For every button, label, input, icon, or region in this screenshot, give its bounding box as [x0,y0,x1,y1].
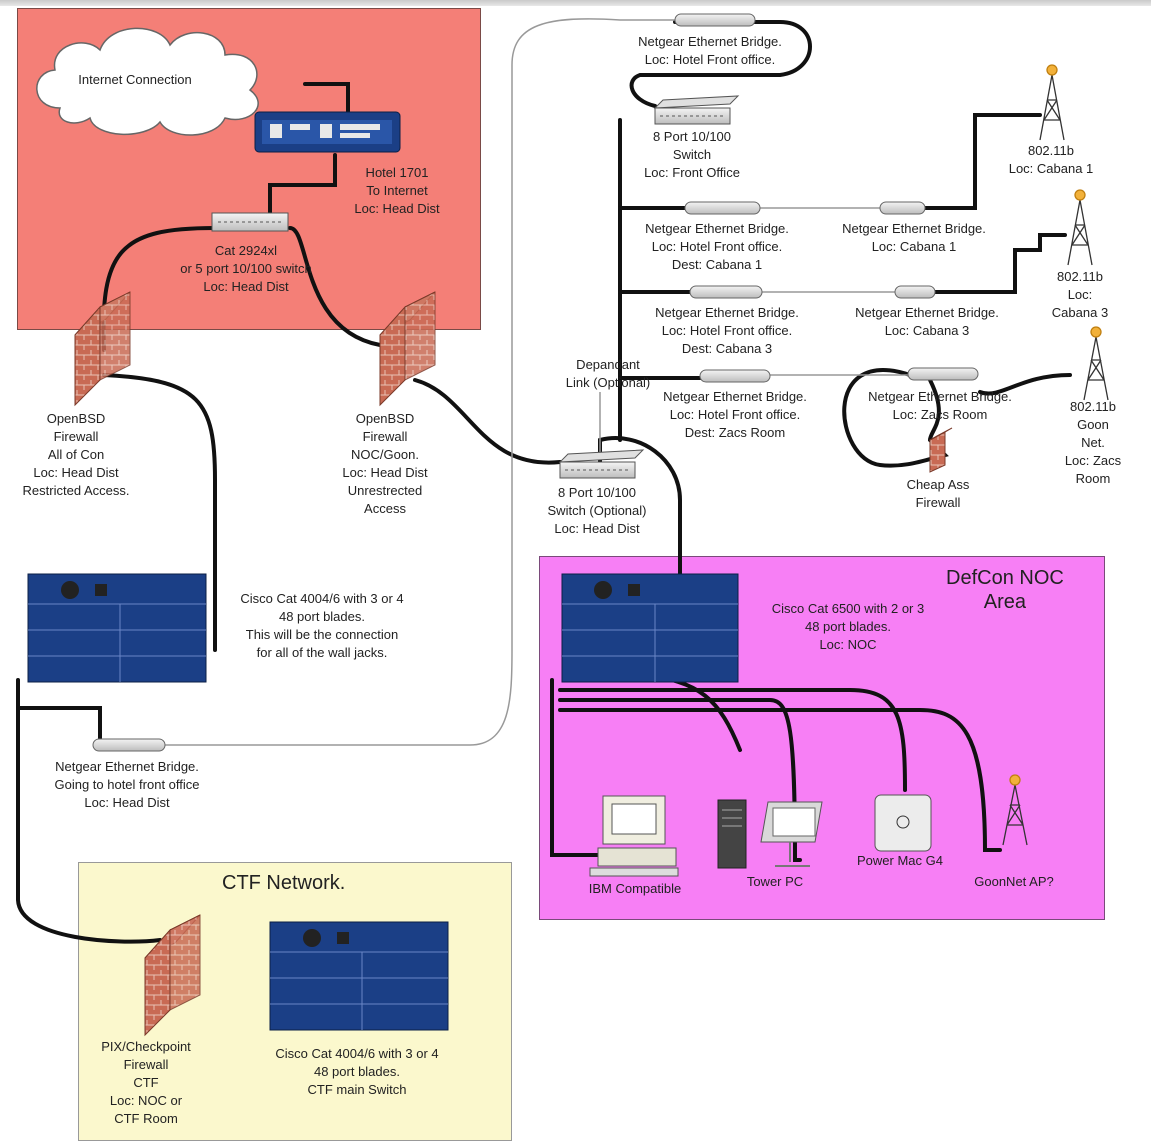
bridge-fo-cab3 [689,285,763,299]
internet-label: Internet Connection [78,72,192,87]
noc-zone-title: DefCon NOC Area [946,567,1064,613]
chassis-cat4004-ctf [269,921,449,1031]
cable-switch-cat6500 [598,436,682,682]
bridge-cab3-label: Netgear Ethernet Bridge. Loc: Cabana 3 [855,305,999,338]
firewall-cheap [929,427,953,473]
bridge-fo-zacs-label: Netgear Ethernet Bridge. Loc: Hotel Fron… [663,389,807,440]
cable-cat6500-powermac [558,688,907,792]
ibm-pc [589,795,679,877]
cable-internet-router [303,82,350,120]
link-bridge-head-front [165,18,675,746]
cat6500-label: Cisco Cat 6500 with 2 or 3 48 port blade… [771,601,925,652]
cable-cat6500-goonnet [558,708,1002,852]
tower-label: Tower PC [746,874,804,889]
ap-goon-label: 802.11b Goon Net. Loc: Zacs Room [1064,399,1122,486]
tower-goon [1083,326,1109,401]
switch-cat2924 [211,212,289,232]
cable-group [16,20,1072,944]
cable-cat4004-ctf-fw [16,706,162,944]
cable-zacs-loop [842,368,949,468]
cable-zacs-ap [978,373,1072,396]
chassis-cat6500 [561,573,739,683]
bridge-fo-cab3-label: Netgear Ethernet Bridge. Loc: Hotel Fron… [655,305,799,356]
cable-fw-noc-switch [413,378,562,465]
bridge-front-top [674,13,756,27]
router-hotel1701 [254,111,401,153]
switch-front-label: 8 Port 10/100 Switch Loc: Front Office [644,129,740,180]
cat4004-label: Cisco Cat 4004/6 with 3 or 4 48 port bla… [240,591,404,660]
switch-head-label: 8 Port 10/100 Switch (Optional) Loc: Hea… [547,485,647,536]
fw-noc-label: OpenBSD Firewall NOC/Goon. Loc: Head Dis… [342,411,428,516]
bridge-fo-cab1 [684,201,761,215]
bridge-head [92,738,166,752]
bridge-fo-cab1-label: Netgear Ethernet Bridge. Loc: Hotel Fron… [645,221,789,272]
tower-goonnet-ap [1002,774,1028,846]
bridge-zacs-label: Netgear Ethernet Bridge. Loc: Zacs Room [868,389,1012,422]
pix-label: PIX/Checkpoint Firewall CTF Loc: NOC or … [101,1039,191,1126]
power-mac [874,794,932,852]
cable-cab3-ap [933,233,1067,294]
goonnet-ap-label: GoonNet AP? [974,874,1054,889]
towers [1002,64,1109,846]
fw-allcon-label: OpenBSD Firewall All of Con Loc: Head Di… [22,411,130,498]
cat2924-label: Cat 2924xl or 5 port 10/100 switch Loc: … [180,243,312,294]
firewall-noc [379,291,436,407]
tower-cab1 [1039,64,1065,141]
firewall-allcon [74,291,131,407]
tower-cab3 [1067,189,1093,266]
cable-cab1-ap [923,113,1042,210]
hotel1701-label: Hotel 1701 To Internet Loc: Head Dist [354,165,440,216]
ap-cab1-label: 802.11b Loc: Cabana 1 [1008,143,1094,176]
switch-front-office [653,95,740,125]
wireless-links [165,18,908,746]
bridge-cab1 [879,201,926,215]
dependant-link-label: Depandant Link (Optional) [565,357,651,390]
window-top-bar [0,0,1151,6]
bridge-front-top-label: Netgear Ethernet Bridge. Loc: Hotel Fron… [638,34,782,67]
bridge-fo-zacs [699,369,771,383]
bridge-head-label: Netgear Ethernet Bridge. Going to hotel … [54,759,200,810]
cable-cat6500-ibm [550,678,602,857]
bridge-cab3 [894,285,936,299]
tower-pc [717,799,823,869]
bridge-zacs [907,367,979,381]
cable-cat6500-tower2 [638,673,742,752]
bridge-cab1-label: Netgear Ethernet Bridge. Loc: Cabana 1 [842,221,986,254]
bridges [92,13,979,752]
chassis-cat4004 [27,573,207,683]
cable-cat2924-fw-noc [288,226,382,347]
switch-head-dist [558,449,645,479]
ap-cab3-label: 802.11b Loc: Cabana 3 [1051,269,1109,320]
internet-cloud [36,27,259,136]
ctf-zone-title: CTF Network. [222,872,346,894]
cable-bridge-switch-front [629,20,812,108]
firewall-ctf [144,914,201,1037]
powermac-label: Power Mac G4 [857,853,943,868]
cat4004-ctf-label: Cisco Cat 4004/6 with 3 or 4 48 port bla… [275,1046,439,1097]
cable-cat4004-bridge-head [16,678,102,740]
cheap-fw-label: Cheap Ass Firewall [906,477,970,510]
ibm-label: IBM Compatible [588,881,682,896]
cable-fw-allcon-cat4004 [102,373,217,652]
cable-router-cat2924 [268,153,337,217]
